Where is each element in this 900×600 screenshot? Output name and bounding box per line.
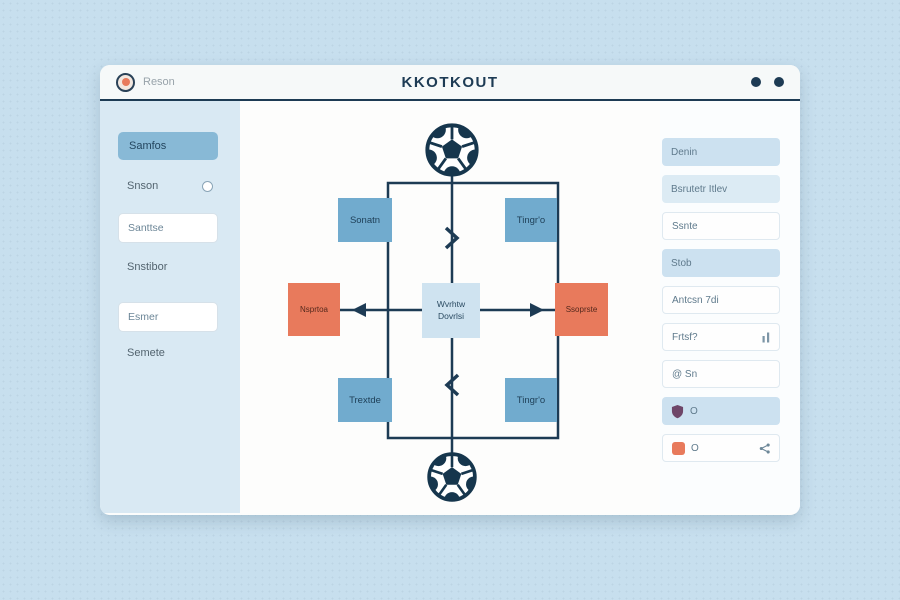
list-item-label: Stob — [671, 257, 692, 269]
list-item-ssnte[interactable]: Ssnte — [662, 212, 780, 240]
radio-icon[interactable] — [202, 180, 213, 192]
list-item-shield[interactable]: O — [662, 397, 780, 425]
window-control-dot[interactable] — [774, 77, 784, 87]
window-body: Samfos Snson Santtse Snstibor Esmer Seme… — [100, 101, 800, 513]
node-center[interactable]: Wvrhtw Dovrlsi — [422, 283, 480, 338]
badge-icon — [672, 441, 685, 455]
arrow-right-icon — [530, 303, 544, 317]
sidebar-item-snson[interactable]: Snson — [127, 180, 213, 192]
soccer-ball-icon — [425, 123, 479, 177]
node-center-label-line1: Wvrhtw — [436, 299, 466, 310]
node-right[interactable]: Ssoprste — [555, 283, 608, 336]
sidebar-item-samfos[interactable]: Samfos — [118, 132, 218, 160]
node-left[interactable]: Nsprtoa — [288, 283, 340, 336]
node-bottom-left[interactable]: Trextde — [338, 378, 392, 422]
node-center-label-line2: Dovrlsi — [438, 310, 464, 321]
list-item-label: Bsrutetr Itlev — [671, 183, 728, 195]
app-window: Reson KKOTKOUT Samfos Snson Santtse Snst… — [100, 65, 800, 515]
window-header: Reson KKOTKOUT — [100, 65, 800, 101]
chevron-left-icon — [444, 373, 460, 397]
share-icon[interactable] — [759, 442, 770, 454]
chevron-right-icon — [444, 226, 460, 250]
node-bottom-right[interactable]: Tingr'o — [505, 378, 557, 422]
list-item-label: Frtsf? — [672, 331, 698, 343]
logo-dot-icon — [121, 78, 130, 86]
shield-icon — [671, 404, 684, 418]
sidebar-item-semete[interactable]: Semete — [127, 347, 165, 359]
sidebar-field-santtse[interactable]: Santtse — [118, 213, 218, 243]
list-item-sn[interactable]: @ Sn — [662, 360, 780, 388]
list-item-stob[interactable]: Stob — [662, 249, 780, 277]
right-panel: Denin Bsrutetr Itlev Ssnte Stob Antcsn 7… — [660, 101, 800, 513]
sidebar-item-snstibor[interactable]: Snstibor — [127, 261, 168, 273]
diagram-canvas: Sonatn Tingr'o Trextde Tingr'o Nsprtoa S… — [240, 101, 660, 513]
sidebar-field-esmer[interactable]: Esmer — [118, 302, 218, 332]
list-item-frtsf[interactable]: Frtsf? — [662, 323, 780, 351]
sidebar-item-label: Snson — [127, 180, 159, 192]
list-item-label: @ Sn — [672, 368, 698, 380]
window-control-dot[interactable] — [751, 77, 761, 87]
list-item-antcsn[interactable]: Antcsn 7di — [662, 286, 780, 314]
window-controls — [751, 77, 784, 87]
list-item-label: Antcsn 7di — [672, 294, 719, 306]
logo-icon — [116, 72, 135, 92]
list-item-denin[interactable]: Denin — [662, 138, 780, 166]
node-top-right[interactable]: Tingr'o — [505, 198, 557, 242]
soccer-ball-icon — [427, 452, 477, 502]
node-top-left[interactable]: Sonatn — [338, 198, 392, 242]
arrow-left-icon — [352, 303, 366, 317]
list-item-bsrutetr[interactable]: Bsrutetr Itlev — [662, 175, 780, 203]
list-item-label: Ssnte — [672, 220, 698, 232]
sidebar: Samfos Snson Santtse Snstibor Esmer Seme… — [100, 101, 240, 513]
list-item-label: Denin — [671, 146, 698, 158]
brand-label: Reson — [143, 76, 175, 88]
list-item-label: O — [691, 442, 699, 454]
brand: Reson — [116, 72, 175, 92]
bars-icon — [762, 332, 770, 342]
list-item-badge[interactable]: O — [662, 434, 780, 462]
window-title: KKOTKOUT — [401, 73, 499, 91]
list-item-label: O — [690, 405, 698, 417]
